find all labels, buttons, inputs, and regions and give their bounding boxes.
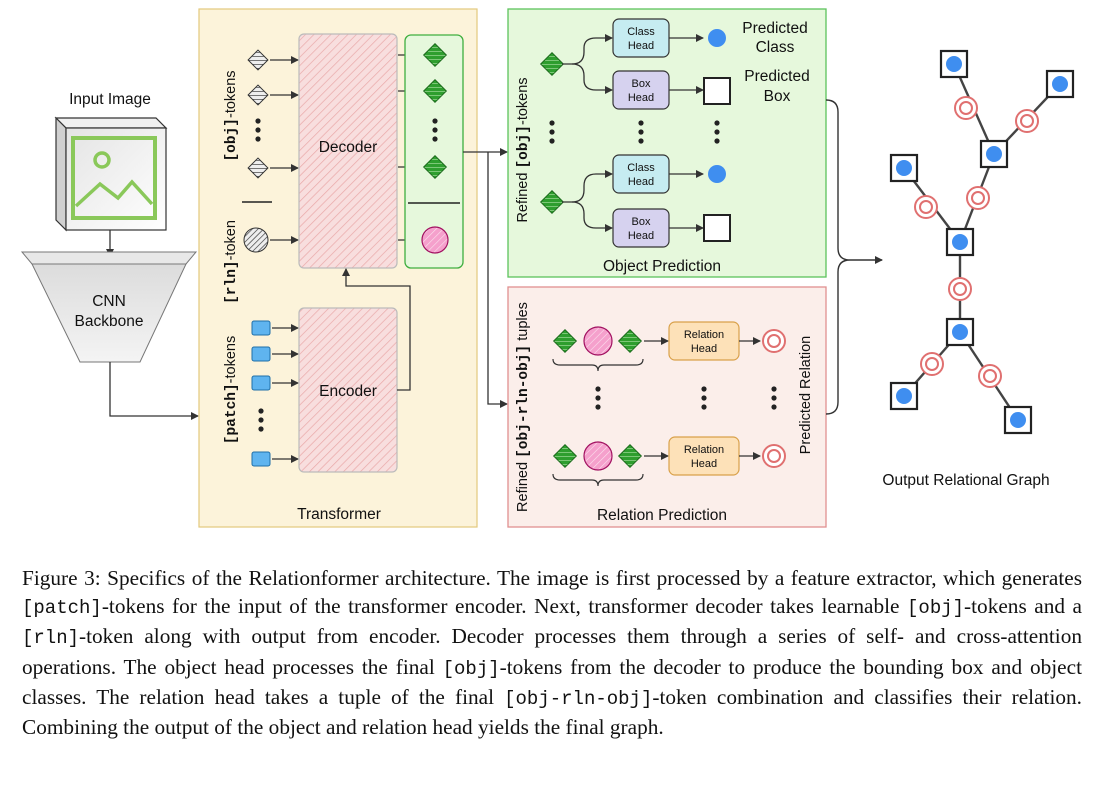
svg-text:Head: Head [628,176,654,188]
caption-text-run: -tokens and a [964,594,1082,619]
refined-obj-tokens-label: Refined [obj]-tokens [515,77,532,222]
caption-text-run: Figure 3: Specifics of the Relationforme… [22,566,1082,590]
svg-text:Box: Box [632,216,651,228]
predicted-class-label-1: Predicted [742,20,807,37]
encoder-to-decoder-arrow [342,268,411,391]
rln-token-label: [rln]-token [223,220,240,304]
svg-text:Class: Class [627,26,655,38]
object-head-group-1: Class Head Box Head [540,18,731,110]
cnn-label-1: CNN [92,293,126,310]
caption-code-token: [obj] [442,657,500,680]
input-image-label: Input Image [69,91,151,108]
svg-text:Box: Box [632,78,651,90]
patch-tokens-label: [patch]-tokens [223,336,240,444]
output-relational-graph [889,49,1075,435]
cnn-backbone: CNN Backbone [20,251,198,363]
input-image-cube [54,116,168,232]
relation-prediction-label: Relation Prediction [597,507,727,524]
caption-text-run: -token along with output from encoder. D… [22,624,1082,679]
combine-bracket [825,99,851,415]
predicted-relation-label: Predicted Relation [798,336,814,455]
figure-caption: Figure 3: Specifics of the Relationforme… [22,564,1082,741]
object-head-group-2: Class Head Box Head [540,154,731,248]
obj-tokens-label: [obj]-tokens [223,70,240,161]
svg-text:Relation: Relation [684,444,724,456]
svg-text:Head: Head [628,40,654,52]
image-icon [71,136,157,220]
caption-text-run: -token combination and classifies their … [22,684,1082,740]
predicted-box-label-2: Box [764,88,791,105]
svg-text:Class: Class [627,162,655,174]
transformer-label: Transformer [297,506,381,523]
predicted-class-label-2: Class [756,39,795,56]
decoder-label: Decoder [319,139,378,156]
output-graph-label: Output Relational Graph [882,472,1049,489]
svg-text:Head: Head [628,92,654,104]
encoder-label: Encoder [319,383,377,400]
caption-code-token: [obj-rln-obj] [504,687,653,710]
relation-tuple-2: Relation Head [552,436,786,487]
predicted-box-label-1: Predicted [744,68,809,85]
rln-token [243,227,269,253]
cnn-label-2: Backbone [75,313,144,330]
svg-text:Head: Head [628,230,654,242]
caption-text-run: -tokens from the decoder to produce the … [22,654,1082,709]
svg-text:Relation: Relation [684,329,724,341]
caption-code-token: [obj] [907,597,965,620]
svg-text:Head: Head [691,458,717,470]
refined-tuples-label: Refined [obj-rln-obj] tuples [515,302,532,512]
relation-prediction-panel [507,286,827,528]
caption-text-run: -tokens for the input of the transformer… [101,594,908,619]
caption-code-token: [rln] [22,627,80,650]
architecture-figure: Input Image CNN Backbone Transformer [ob… [20,8,1075,528]
svg-text:Head: Head [691,343,717,355]
decoder-output-rln-token [421,226,449,254]
relation-tuple-1: Relation Head [552,321,786,372]
object-prediction-label: Object Prediction [603,258,721,275]
caption-code-token: [patch] [22,597,102,620]
